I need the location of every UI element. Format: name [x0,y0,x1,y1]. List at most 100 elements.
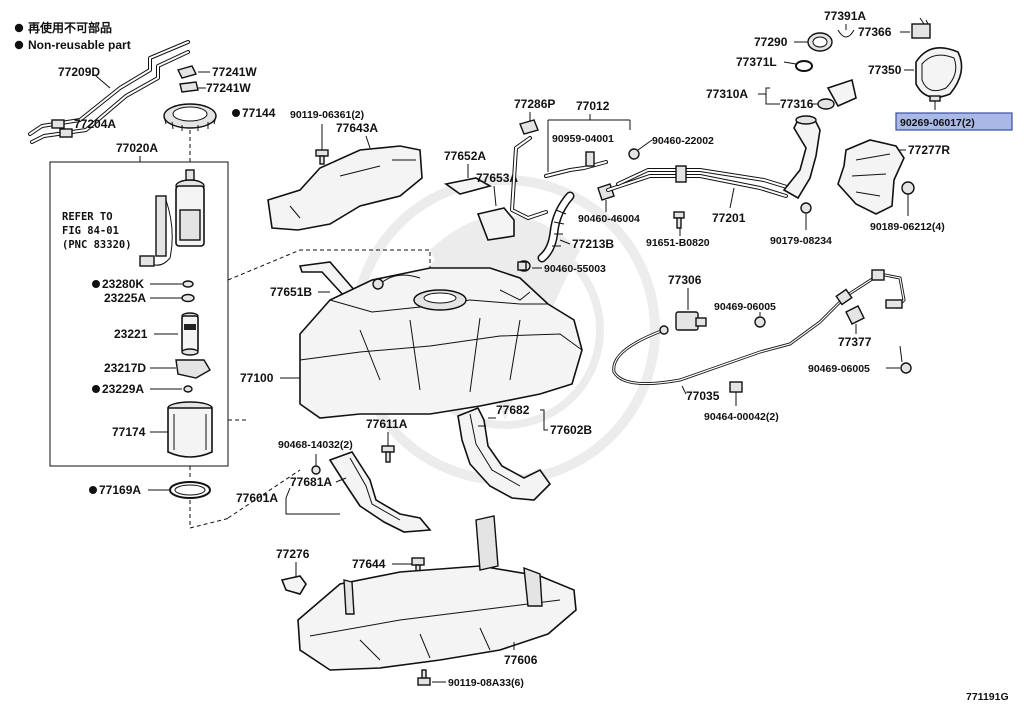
label-77209D: 77209D [58,65,100,79]
label-23221: 23221 [114,327,148,341]
pump-cup-77174[interactable] [167,401,213,458]
legend: 再使用不可部品 Non-reusable part [14,20,131,52]
opener-77377[interactable] [845,305,865,325]
gasket-77241W[interactable] [176,65,199,93]
cushion-77652A[interactable] [444,177,493,195]
label-90469-06005-b: 90469-06005 [808,363,870,375]
bracket-77276[interactable] [280,575,307,595]
nut-90179-08234[interactable] [800,202,812,214]
label-90959-04001: 90959-04001 [552,133,614,145]
label-77310A: 77310A [706,87,748,101]
legend-text-jp: 再使用不可部品 [28,20,112,35]
label-77241W-a: 77241W [212,65,257,79]
label-77682: 77682 [496,403,530,417]
bolt-91651-B0820[interactable] [673,211,685,229]
clip-90189-06212[interactable] [901,181,915,195]
label-77350: 77350 [868,63,902,77]
non-reusable-bullet-icon [14,40,24,50]
label-77606: 77606 [504,653,538,667]
cap-strap-77391A[interactable] [837,29,855,38]
clamp-77286P[interactable] [519,119,539,135]
lock-77306[interactable] [675,311,707,331]
label-77144: 77144 [242,106,276,120]
label-77276: 77276 [276,547,310,561]
label-23229A: 23229A [102,382,144,396]
filter-23217D[interactable] [175,359,211,379]
label-90460-46004: 90460-46004 [578,213,640,225]
protector-77606[interactable] [297,515,577,671]
gasket-77169A[interactable] [169,481,211,499]
label-77643A: 77643A [336,121,378,135]
label-90119-08A33: 90119-08A33(6) [448,677,524,689]
label-77651B: 77651B [270,285,312,299]
fuel-pump-motor-23221[interactable] [181,312,199,356]
label-77306: 77306 [668,273,702,287]
clip-90464-00042[interactable] [729,381,743,393]
refer-line-3: (PNC 83320) [62,239,132,251]
label-77601A: 77601A [236,491,278,505]
screw-90269-06017[interactable] [929,95,941,110]
clamp-90460-46004[interactable] [597,183,615,201]
label-23280K: 23280K [102,277,144,291]
label-90460-22002: 90460-22002 [652,135,714,147]
label-77286P: 77286P [514,97,555,111]
label-77277R: 77277R [908,143,950,157]
filler-pipe-77201[interactable] [606,115,821,200]
breather-hose-77012[interactable] [510,136,608,220]
bolt-77611A[interactable] [381,445,395,463]
label-77652A: 77652A [444,149,486,163]
label-90464-00042: 90464-00042(2) [704,411,779,423]
label-77391A: 77391A [824,9,866,23]
fuel-cap-77316[interactable] [817,78,857,110]
fuel-tank-77100[interactable] [299,267,583,419]
legend-text-en: Non-reusable part [28,38,131,52]
refer-line-2: FIG 84-01 [62,225,119,237]
clip-90469-a[interactable] [754,316,766,328]
o-ring-23280K[interactable] [182,280,194,288]
protector-77643A[interactable] [267,145,423,231]
housing-77277R[interactable] [837,139,905,215]
label-23225A: 23225A [104,291,146,305]
band-77601A[interactable] [328,451,432,533]
label-77241W-b: 77241W [206,81,251,95]
o-ring-23229A[interactable] [183,385,193,393]
gasket-77290[interactable] [807,32,833,52]
label-77100: 77100 [240,371,274,385]
clip-90469-b[interactable] [900,362,912,374]
ring-77371L[interactable] [795,60,813,72]
label-77366: 77366 [858,25,892,39]
fuel-pipe-77209D[interactable] [28,40,190,144]
bolt-90119-08A33[interactable] [417,669,431,686]
label-23217D: 23217D [104,361,146,375]
clamp-90460-22002[interactable] [628,148,640,160]
label-77169A: 77169A [99,483,141,497]
label-77653A: 77653A [476,171,518,185]
label-90468: 90468-14032(2) [278,439,353,451]
hinge-77366[interactable] [911,17,931,39]
fuel-door-77350[interactable] [915,46,963,99]
label-90179-08234: 90179-08234 [770,235,832,247]
label-77174: 77174 [112,425,146,439]
label-77012: 77012 [576,99,610,113]
cushion-77653A[interactable] [476,207,515,241]
non-reusable-bullet-icon [14,23,24,33]
fuel-pump-77020A[interactable] [139,169,205,267]
highlight-90269-06017[interactable] [895,112,1013,131]
figure-id: 771191G [966,691,1009,703]
retainer-ring-77144[interactable] [163,103,217,131]
band-77602B[interactable] [457,406,552,501]
clamp-90460-55003[interactable] [517,260,531,272]
retainer-23225A[interactable] [181,293,195,303]
bolt-90119-06361[interactable] [315,149,329,165]
label-77371L: 77371L [736,55,777,69]
label-77204A: 77204A [74,117,116,131]
fuel-pump-assembly-box [49,161,229,467]
clip-90959[interactable] [585,151,595,167]
label-91651-B0820: 91651-B0820 [646,237,710,249]
label-77681A: 77681A [290,475,332,489]
filler-hose-77213B[interactable] [537,191,575,263]
label-77316: 77316 [780,97,814,111]
opener-cable-77035[interactable] [612,269,906,386]
clip-90468[interactable] [311,465,321,475]
